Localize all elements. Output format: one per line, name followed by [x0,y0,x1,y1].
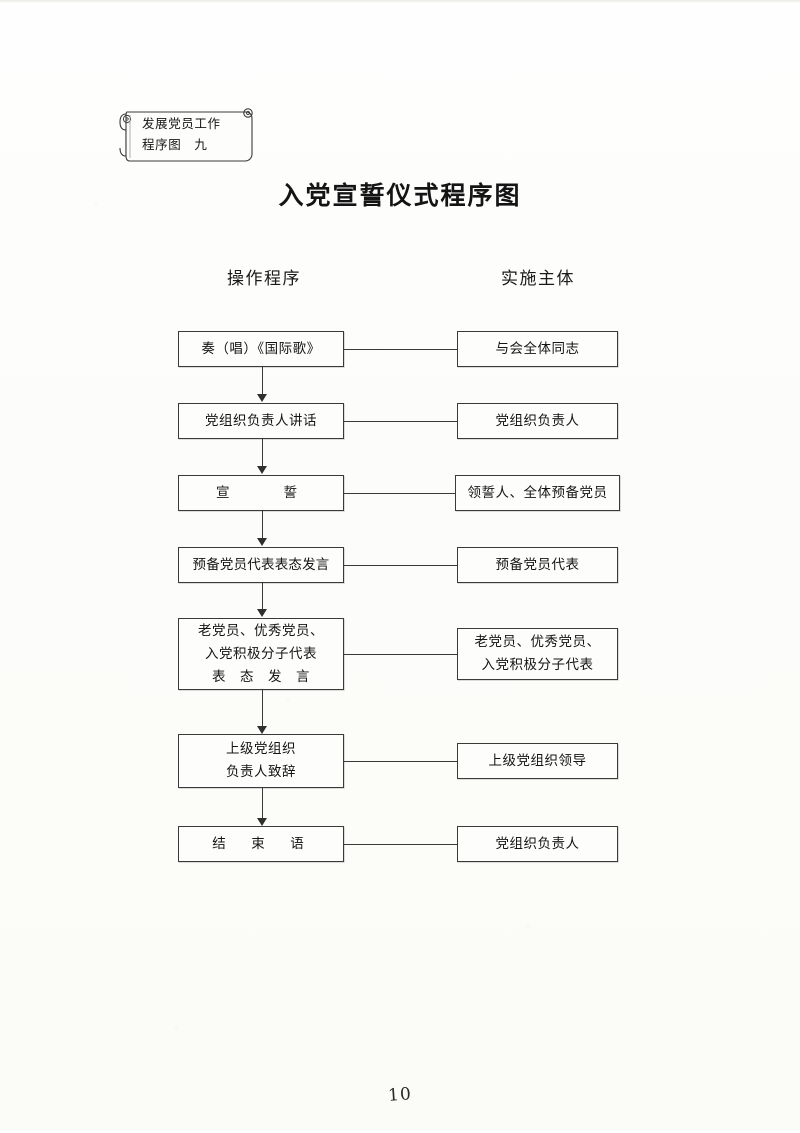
arrow-head-2 [257,466,267,474]
flow-node-procedure-1[interactable]: 奏（唱）《国际歌》 [178,331,344,367]
page-title: 入党宣誓仪式程序图 [278,181,522,210]
link-line-6 [344,761,457,762]
banner-line-2: 程序图 九 [142,137,208,152]
arrow-line-6 [262,788,263,820]
arrow-line-1 [262,367,263,396]
flow-node-actor-6[interactable]: 上级党组织领导 [457,743,618,779]
banner-line-1: 发展党员工作 [142,116,221,131]
arrow-head-4 [257,609,267,617]
flow-node-procedure-5[interactable]: 老党员、优秀党员、 入党积极分子代表 表 态 发 言 [178,618,344,690]
flow-node-procedure-7[interactable]: 结 束 语 [178,826,344,862]
arrow-line-4 [262,583,263,611]
arrow-head-3 [257,538,267,546]
flow-node-actor-7[interactable]: 党组织负责人 [457,826,618,862]
column-header-procedure: 操作程序 [227,269,301,289]
scan-edge [0,0,800,3]
flow-node-actor-1[interactable]: 与会全体同志 [457,331,618,367]
link-line-7 [344,844,457,845]
column-header-actor: 实施主体 [501,269,575,289]
flow-node-actor-3[interactable]: 领誓人、全体预备党员 [455,475,620,511]
flow-node-actor-5[interactable]: 老党员、优秀党员、 入党积极分子代表 [457,628,618,680]
link-line-5 [344,654,457,655]
flow-node-procedure-3[interactable]: 宣 誓 [178,475,344,511]
link-line-1 [344,349,457,350]
link-line-4 [344,565,457,566]
flow-node-procedure-6[interactable]: 上级党组织 负责人致辞 [178,734,344,788]
flow-node-procedure-2[interactable]: 党组织负责人讲话 [178,403,344,439]
arrow-head-5 [257,726,267,734]
link-line-3 [344,493,455,494]
flow-node-actor-4[interactable]: 预备党员代表 [457,547,618,583]
flow-node-procedure-4[interactable]: 预备党员代表表态发言 [178,547,344,583]
link-line-2 [344,421,457,422]
arrow-line-3 [262,511,263,540]
scroll-banner: 发展党员工作 程序图 九 [118,104,260,166]
arrow-head-1 [257,394,267,402]
arrow-line-2 [262,439,263,468]
arrow-line-5 [262,690,263,728]
banner-text: 发展党员工作 程序图 九 [142,113,248,155]
arrow-head-6 [257,818,267,826]
flow-node-actor-2[interactable]: 党组织负责人 [457,403,618,439]
